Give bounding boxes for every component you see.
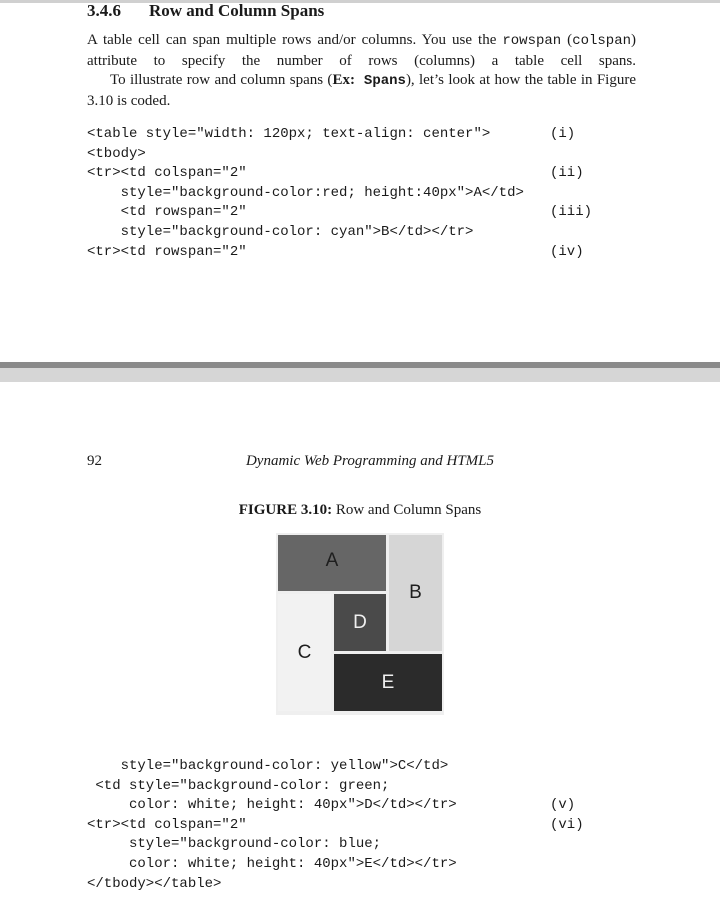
code-line: color: white; height: 40px">D</td></tr> bbox=[87, 797, 457, 813]
text-run: To illustrate row and column spans ( bbox=[110, 72, 333, 89]
text-run: ( bbox=[561, 32, 573, 48]
code-line: </tbody></table> bbox=[87, 876, 222, 892]
cell-e-label: E bbox=[381, 671, 395, 693]
body-paragraph: A table cell can span multiple rows and/… bbox=[87, 31, 636, 111]
page-number: 92 bbox=[87, 453, 102, 469]
text-run: ) attribute to specify the number of row… bbox=[87, 32, 636, 69]
code-marker: (ii) bbox=[550, 165, 584, 181]
cell-c: C bbox=[278, 594, 331, 711]
page-break-shadow bbox=[0, 362, 720, 368]
code-marker: (vi) bbox=[550, 817, 584, 833]
code-colspan: colspan bbox=[572, 33, 631, 49]
code-marker: (iii) bbox=[550, 204, 593, 220]
code-line: <tbody> bbox=[87, 146, 146, 162]
code-line: style="background-color: cyan">B</td></t… bbox=[87, 224, 474, 240]
code-line: <tr><td colspan="2" bbox=[87, 817, 247, 833]
cell-b-label: B bbox=[409, 582, 422, 603]
text-run: A table cell can span multiple rows and/… bbox=[87, 32, 503, 48]
code-marker: (iv) bbox=[550, 244, 584, 260]
cell-d-label: D bbox=[353, 611, 367, 633]
cell-b: B bbox=[389, 535, 442, 651]
cell-a: A bbox=[278, 535, 386, 591]
code-line: style="background-color: blue; bbox=[87, 836, 382, 852]
page-break-bar bbox=[0, 362, 720, 382]
running-head: Dynamic Web Programming and HTML5 bbox=[245, 453, 495, 469]
section-number: 3.4.6 bbox=[87, 1, 121, 20]
cell-a-label: A bbox=[325, 550, 339, 571]
section-title: Row and Column Spans bbox=[149, 1, 325, 20]
code-marker: (i) bbox=[550, 126, 576, 142]
figure-caption: FIGURE 3.10: Row and Column Spans bbox=[0, 502, 720, 519]
code-line: <td style="background-color: green; bbox=[87, 778, 390, 794]
spans-figure: A B C D E bbox=[276, 533, 444, 715]
paragraph-1: A table cell can span multiple rows and/… bbox=[87, 31, 636, 71]
code-line: style="background-color:red; height:40px… bbox=[87, 185, 524, 201]
cell-e: E bbox=[334, 654, 442, 711]
figure-caption-text: Row and Column Spans bbox=[332, 502, 482, 518]
section-heading: 3.4.6 Row and Column Spans bbox=[87, 1, 324, 21]
cell-c-label: C bbox=[297, 641, 312, 663]
example-name: Spans bbox=[354, 73, 406, 90]
text-run: ), let’s look at how the table in Figure… bbox=[87, 72, 637, 109]
page-top-rule bbox=[0, 0, 720, 3]
code-line: style="background-color: yellow">C</td> bbox=[87, 758, 449, 774]
code-line: <td rowspan="2" bbox=[87, 204, 247, 220]
code-line: <tr><td rowspan="2" bbox=[87, 244, 247, 260]
code-line: <tr><td colspan="2" bbox=[87, 165, 247, 181]
paragraph-2: To illustrate row and column spans (Ex: … bbox=[87, 71, 636, 111]
code-rowspan: rowspan bbox=[502, 33, 562, 49]
code-line: color: white; height: 40px">E</td></tr> bbox=[87, 856, 457, 872]
figure-label: FIGURE 3.10: bbox=[238, 502, 333, 518]
code-line: <table style="width: 120px; text-align: … bbox=[87, 126, 491, 142]
cell-d: D bbox=[334, 594, 386, 651]
example-label: Ex: bbox=[332, 72, 355, 89]
code-marker: (v) bbox=[550, 797, 576, 813]
